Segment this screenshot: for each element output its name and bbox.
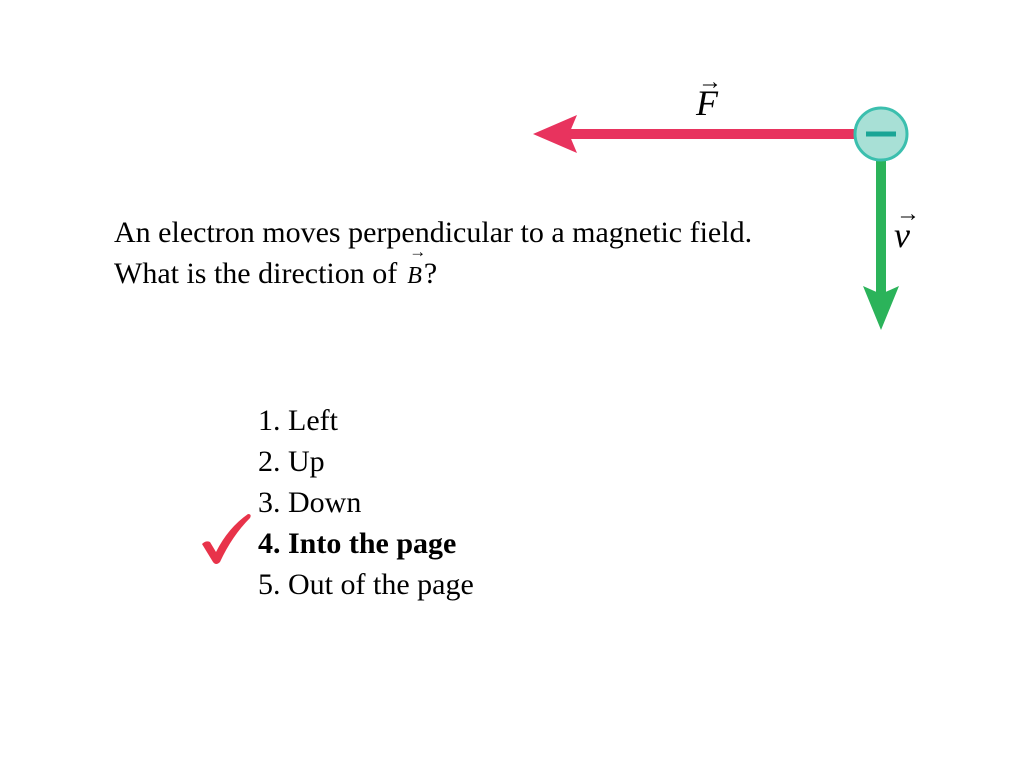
checkmark-shape — [202, 514, 251, 564]
choice-4-correct[interactable]: 4. Into the page — [258, 527, 457, 560]
electron-icon — [853, 106, 909, 162]
checkmark-icon — [202, 514, 251, 564]
vector-b-letter: B — [407, 263, 422, 289]
force-arrow-head — [533, 115, 577, 153]
vector-arrow-glyph: → — [409, 242, 427, 261]
question-text: An electron moves perpendicular to a mag… — [114, 212, 794, 297]
velocity-arrow-head — [863, 286, 899, 330]
velocity-label-letter: v — [894, 215, 910, 255]
velocity-vector-arrow-glyph: → — [896, 201, 920, 227]
force-label: →F — [696, 70, 722, 124]
velocity-label: →v — [894, 202, 920, 256]
question-text-after: ? — [423, 257, 438, 290]
force-vector-arrow-glyph: → — [698, 69, 722, 95]
choice-3[interactable]: 3. Down — [258, 486, 362, 519]
choice-1[interactable]: 1. Left — [258, 404, 338, 437]
choice-2[interactable]: 2. Up — [258, 445, 325, 478]
velocity-arrow — [863, 158, 899, 330]
vector-b-symbol: →B — [407, 243, 426, 297]
answer-choices: 1. Left 2. Up 3. Down 4. Into the page 5… — [258, 400, 474, 605]
question-text-before: An electron moves perpendicular to a mag… — [114, 216, 753, 290]
force-label-letter: F — [696, 83, 718, 123]
choice-5[interactable]: 5. Out of the page — [258, 568, 474, 601]
force-arrow — [533, 115, 858, 153]
